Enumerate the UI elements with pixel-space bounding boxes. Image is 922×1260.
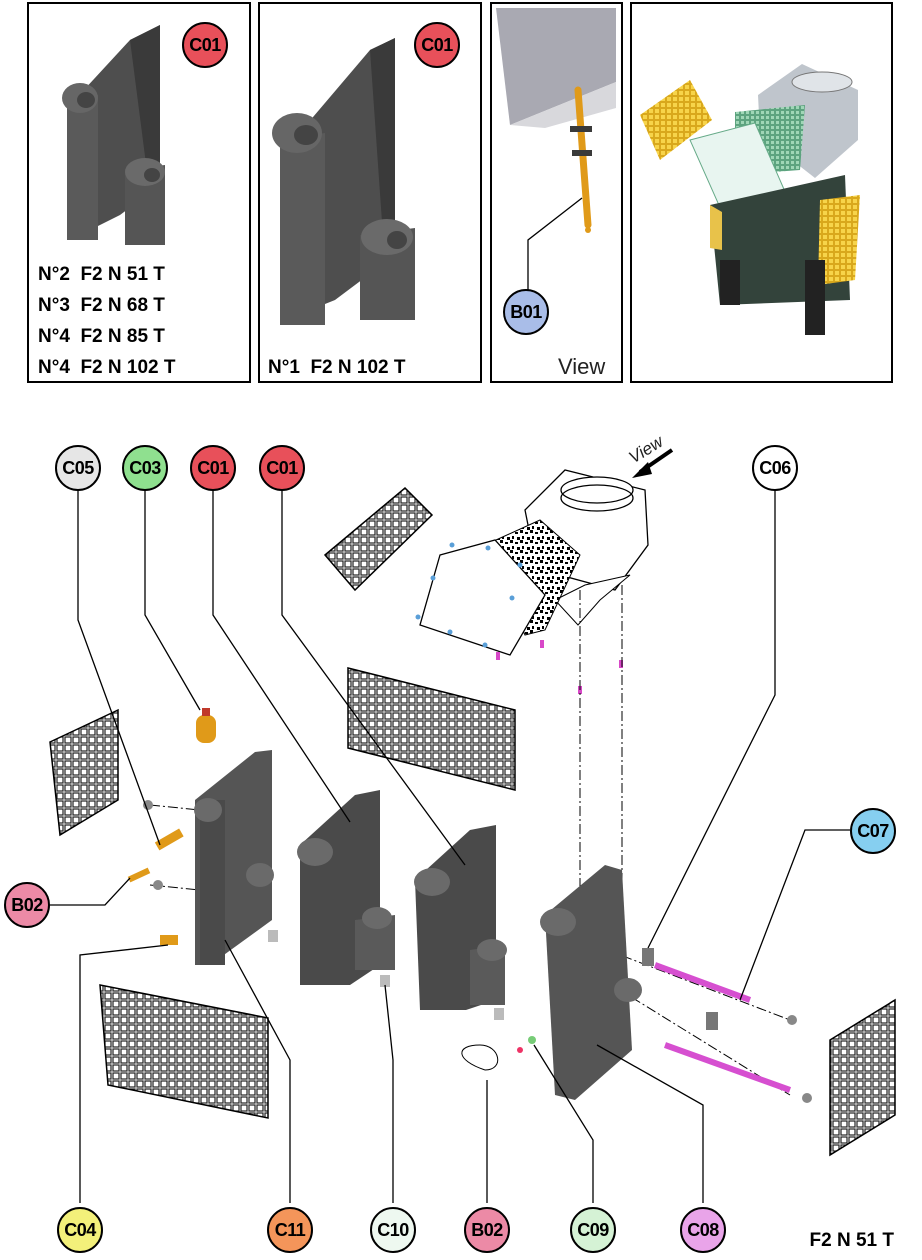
assembly-render-drawing <box>640 64 860 335</box>
badge-b01: B01 <box>503 289 549 335</box>
leader-lines <box>50 490 850 1203</box>
badge-c10: C10 <box>370 1207 416 1253</box>
badge-c06: C06 <box>752 445 798 491</box>
model-label-panel2: N°1 F2 N 102 T <box>268 357 406 378</box>
badge-c03: C03 <box>122 445 168 491</box>
model-label-4: N°4 F2 N 102 T <box>38 357 176 378</box>
model-label-3: N°4 F2 N 85 T <box>38 326 165 347</box>
badge-c07: C07 <box>850 808 896 854</box>
badge-c11: C11 <box>267 1207 313 1253</box>
section-drawing-small <box>62 25 165 245</box>
badge-c09: C09 <box>570 1207 616 1253</box>
badge-c04: C04 <box>57 1207 103 1253</box>
badge-c05: C05 <box>55 445 101 491</box>
model-label-1: N°2 F2 N 51 T <box>38 264 165 285</box>
badge-b02-left: B02 <box>4 882 50 928</box>
badge-c08: C08 <box>680 1207 726 1253</box>
badge-c01-panel2: C01 <box>414 22 460 68</box>
badge-c01-panel1: C01 <box>182 22 228 68</box>
footer-model-label: F2 N 51 T <box>809 1230 894 1251</box>
badge-c01-b: C01 <box>259 445 305 491</box>
view-label: View <box>558 354 606 379</box>
section-drawing-large <box>272 38 415 325</box>
sensor-view-drawing <box>496 8 616 290</box>
exploded-view-drawing <box>49 448 896 1157</box>
model-label-2: N°3 F2 N 68 T <box>38 295 165 316</box>
badge-c01-a: C01 <box>190 445 236 491</box>
badge-b02-bottom: B02 <box>464 1207 510 1253</box>
